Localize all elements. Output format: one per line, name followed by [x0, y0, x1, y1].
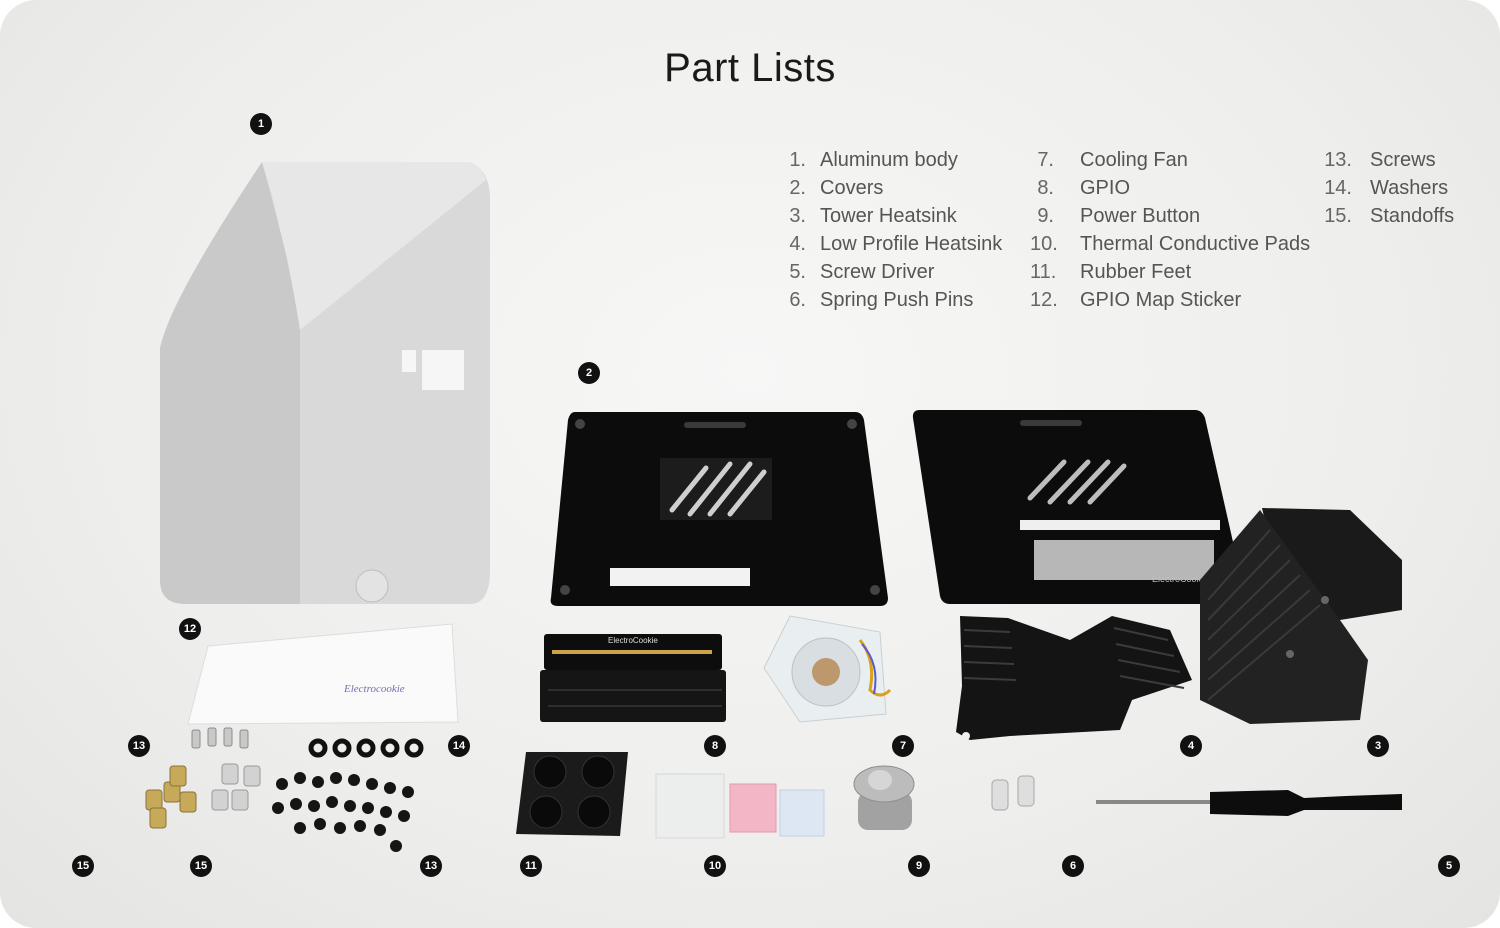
item-number: 11. [1030, 261, 1057, 283]
callout-badge-12: 12 [179, 618, 201, 640]
item-number: 12. [1030, 289, 1058, 311]
item-number: 9. [1037, 205, 1054, 227]
item-label: Screws [1370, 149, 1436, 171]
list-item: 9. Power Button [1030, 202, 1310, 230]
tower-heatsink [1200, 508, 1402, 724]
callout-badge-13: 13 [420, 855, 442, 877]
list-item: 4. Low Profile Heatsink [780, 230, 1002, 258]
standoffs [145, 763, 261, 829]
rubber-feet [516, 752, 628, 836]
item-label: Washers [1370, 177, 1449, 199]
power-button [853, 765, 915, 830]
callout-badge-7: 7 [892, 735, 914, 757]
aluminum-body [160, 162, 490, 604]
list-item: 11. Rubber Feet [1030, 258, 1310, 286]
callout-badge-3: 3 [1367, 735, 1389, 757]
gpio-map-sticker: Electrocookie [187, 623, 459, 725]
item-label: Low Profile Heatsink [820, 233, 1003, 255]
screw-driver [1096, 790, 1402, 816]
sticker-brand-text: Electrocookie [343, 683, 405, 695]
item-label: Thermal Conductive Pads [1080, 233, 1311, 255]
item-label: Rubber Feet [1080, 261, 1192, 283]
callout-badge-2: 2 [578, 362, 600, 384]
callout-badge-15: 15 [72, 855, 94, 877]
list-item: 13. Screws [1322, 146, 1454, 174]
item-label: Cooling Fan [1080, 149, 1188, 171]
cover-brand-text: ElectroCookie [1152, 574, 1208, 584]
list-item: 3. Tower Heatsink [780, 202, 1002, 230]
item-number: 3. [789, 205, 806, 227]
item-number: 5. [789, 261, 806, 283]
list-item: 6. Spring Push Pins [780, 286, 1002, 314]
gpio-board: ElectroCookie [540, 634, 726, 722]
callout-badge-8: 8 [704, 735, 726, 757]
item-number: 13. [1324, 149, 1352, 171]
item-number: 2. [789, 177, 806, 199]
cover-left [550, 412, 888, 606]
item-label: Spring Push Pins [820, 289, 974, 311]
item-label: GPIO Map Sticker [1080, 289, 1242, 311]
item-number: 6. [789, 289, 806, 311]
callout-badge-14: 14 [448, 735, 470, 757]
screws-silver [191, 727, 249, 749]
callout-badge-15: 15 [190, 855, 212, 877]
item-number: 15. [1324, 205, 1352, 227]
item-number: 8. [1037, 177, 1054, 199]
spring-push-pins [991, 775, 1035, 811]
callout-badge-9: 9 [908, 855, 930, 877]
list-item: 1. Aluminum body [780, 146, 1002, 174]
washers [308, 738, 424, 758]
item-label: Aluminum body [820, 149, 958, 171]
item-number: 10. [1030, 233, 1058, 255]
list-item: 7. Cooling Fan [1030, 146, 1310, 174]
parts-list-column-3: 13. Screws 14. Washers 15. Standoffs [1322, 146, 1454, 230]
item-label: Covers [820, 177, 884, 199]
callout-badge-1: 1 [250, 113, 272, 135]
item-label: Power Button [1080, 205, 1201, 227]
item-number: 1. [789, 149, 806, 171]
list-item: 12. GPIO Map Sticker [1030, 286, 1310, 314]
low-profile-heatsink [956, 616, 1192, 740]
list-item: 15. Standoffs [1322, 202, 1454, 230]
item-number: 4. [789, 233, 806, 255]
thermal-pads [655, 773, 825, 839]
item-number: 14. [1324, 177, 1352, 199]
list-item: 2. Covers [780, 174, 1002, 202]
callout-badge-6: 6 [1062, 855, 1084, 877]
cover-right: ElectroCookie [912, 410, 1246, 604]
callout-badge-4: 4 [1180, 735, 1202, 757]
list-item: 10. Thermal Conductive Pads [1030, 230, 1310, 258]
item-label: Screw Driver [820, 261, 935, 283]
list-item: 5. Screw Driver [780, 258, 1002, 286]
page-title: Part Lists [664, 46, 836, 90]
parts-list-column-1: 1. Aluminum body 2. Covers 3. Tower Heatsin… [780, 146, 1002, 314]
callout-badge-5: 5 [1438, 855, 1460, 877]
list-item: 14. Washers [1322, 174, 1454, 202]
screws-black [272, 772, 414, 852]
cooling-fan [763, 615, 892, 723]
item-label: Tower Heatsink [820, 205, 957, 227]
item-label: Standoffs [1370, 205, 1455, 227]
gpio-brand-text: ElectroCookie [608, 636, 658, 645]
callout-badge-13: 13 [128, 735, 150, 757]
parts-list-column-2: 7. Cooling Fan 8. GPIO 9. Power Button 10. T… [1030, 146, 1310, 314]
callout-badge-11: 11 [520, 855, 542, 877]
callout-badge-10: 10 [704, 855, 726, 877]
item-label: GPIO [1080, 177, 1131, 199]
item-number: 7. [1037, 149, 1054, 171]
list-item: 8. GPIO [1030, 174, 1310, 202]
